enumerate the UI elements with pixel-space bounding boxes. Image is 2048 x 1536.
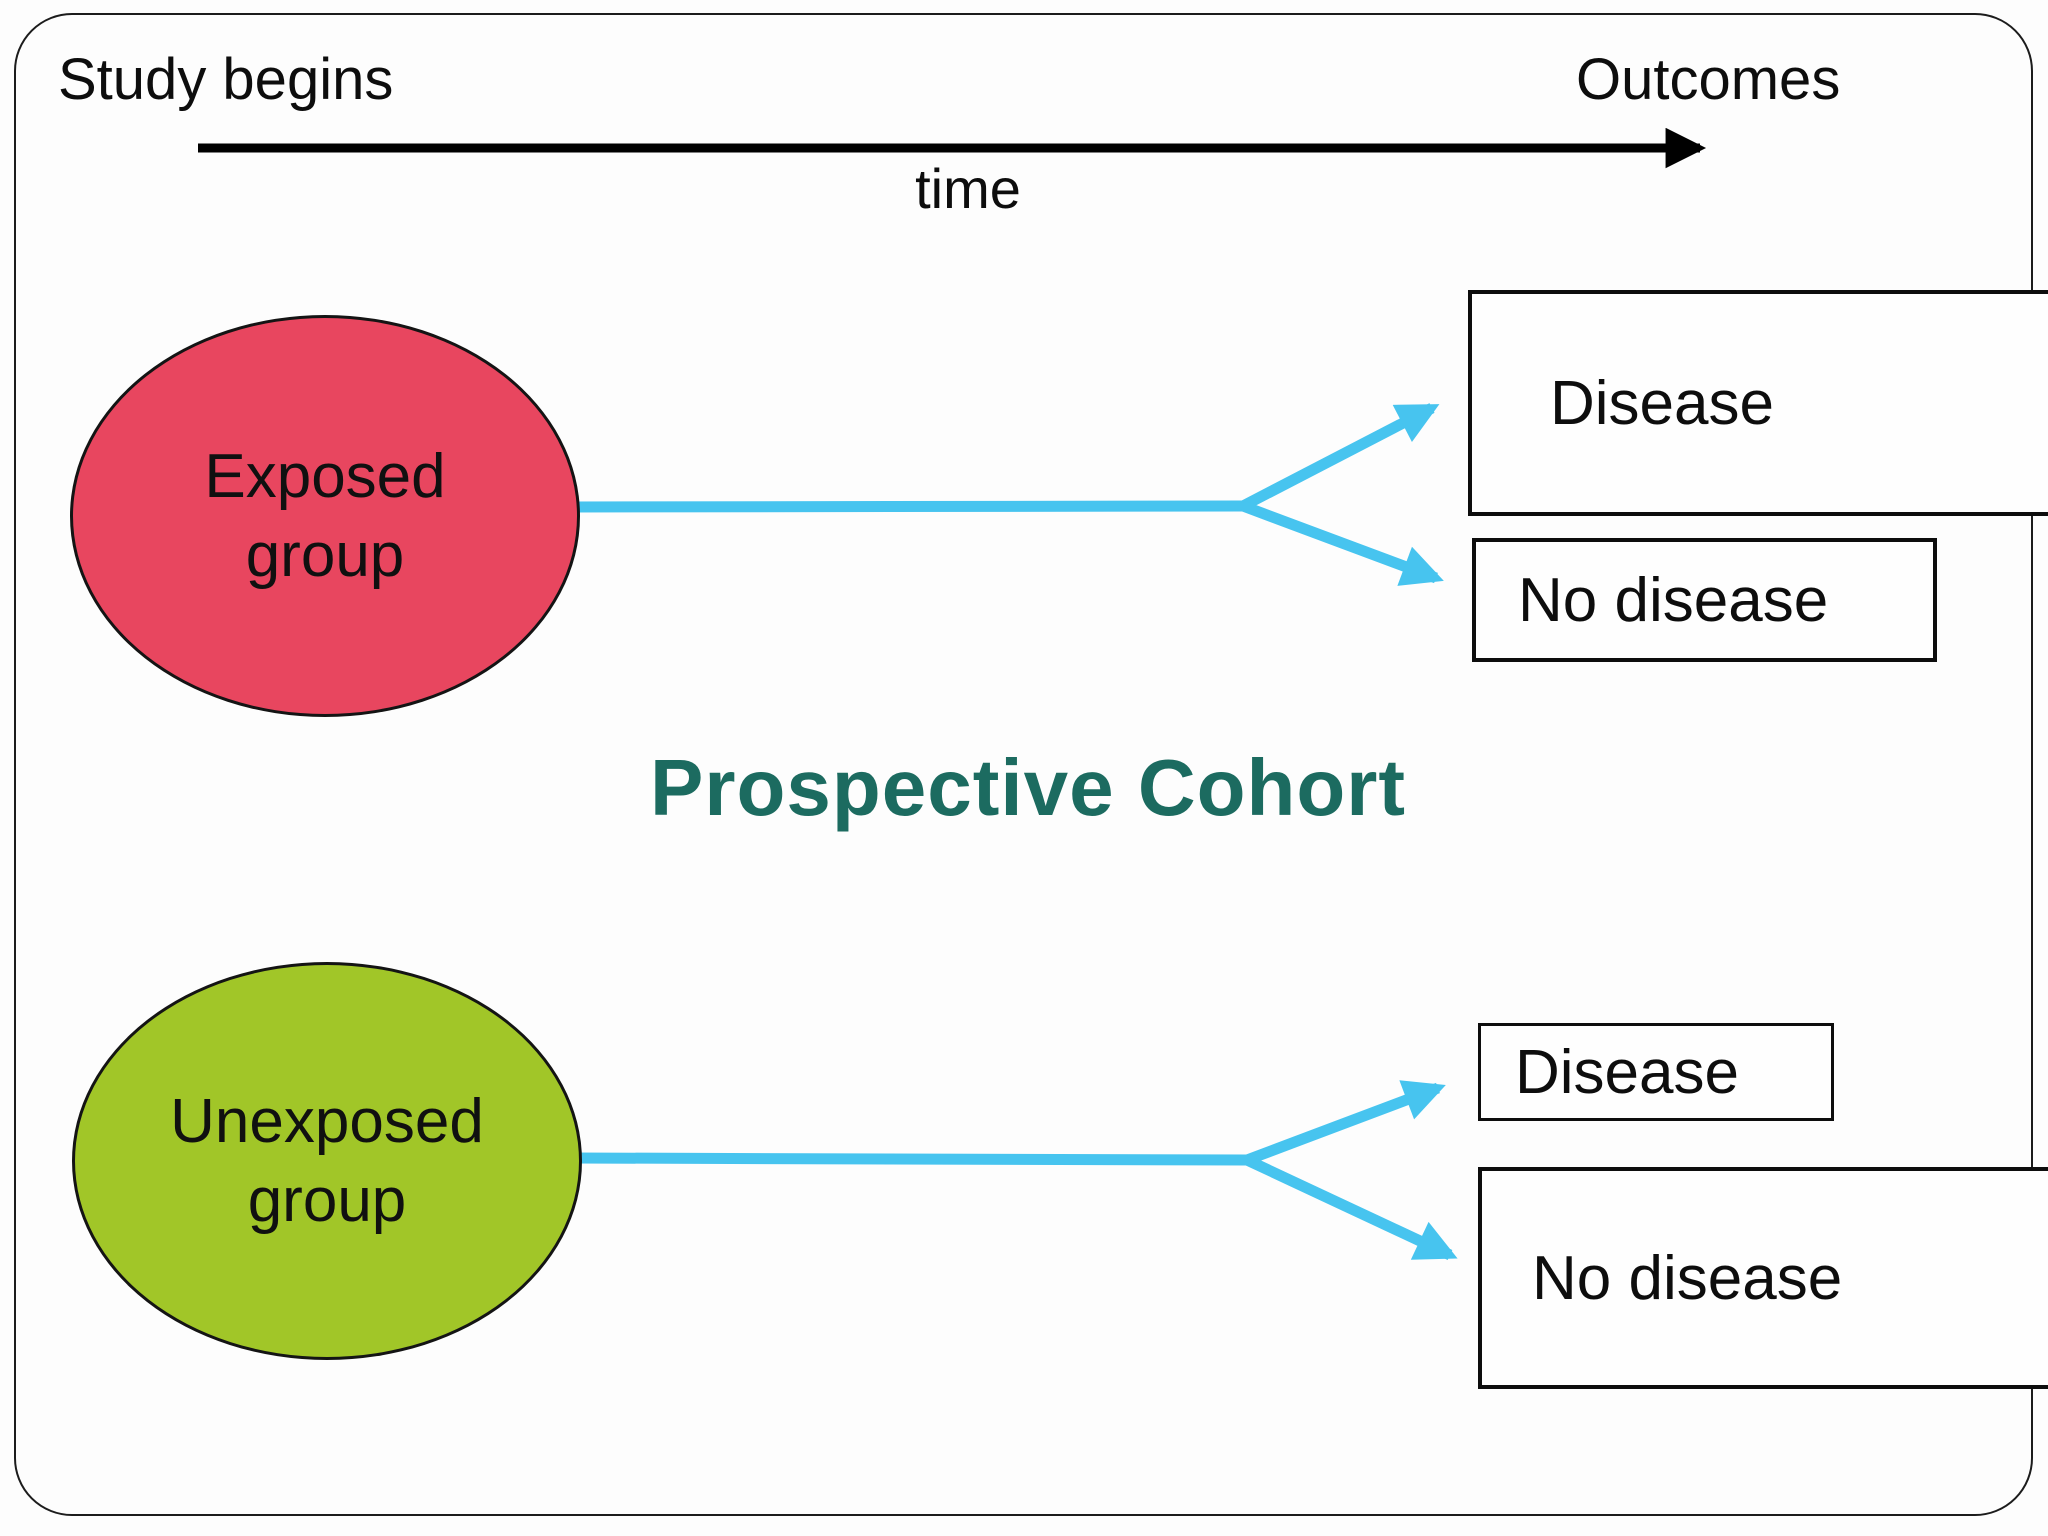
slide-border-frame: [14, 13, 2033, 1516]
unexposed-disease-box: Disease: [1478, 1023, 1834, 1121]
unexposed-disease-label: Disease: [1515, 1037, 1739, 1107]
unexposed-group-label: Unexposed group: [170, 1086, 484, 1235]
unexposed-no-disease-box: No disease: [1478, 1167, 2048, 1389]
exposed-disease-label: Disease: [1550, 368, 1774, 438]
exposed-disease-box: Disease: [1468, 290, 2048, 516]
exposed-no-disease-box: No disease: [1472, 538, 1937, 662]
exposed-no-disease-label: No disease: [1518, 565, 1829, 635]
study-begins-label: Study begins: [58, 47, 394, 112]
unexposed-group-ellipse: Unexposed group: [72, 962, 582, 1360]
outcomes-label: Outcomes: [1576, 47, 1841, 112]
unexposed-no-disease-label: No disease: [1532, 1243, 1843, 1313]
exposed-group-label: Exposed group: [204, 441, 446, 590]
exposed-group-ellipse: Exposed group: [70, 315, 580, 717]
time-axis-label: time: [915, 157, 1021, 220]
diagram-title: Prospective Cohort: [650, 743, 1406, 832]
